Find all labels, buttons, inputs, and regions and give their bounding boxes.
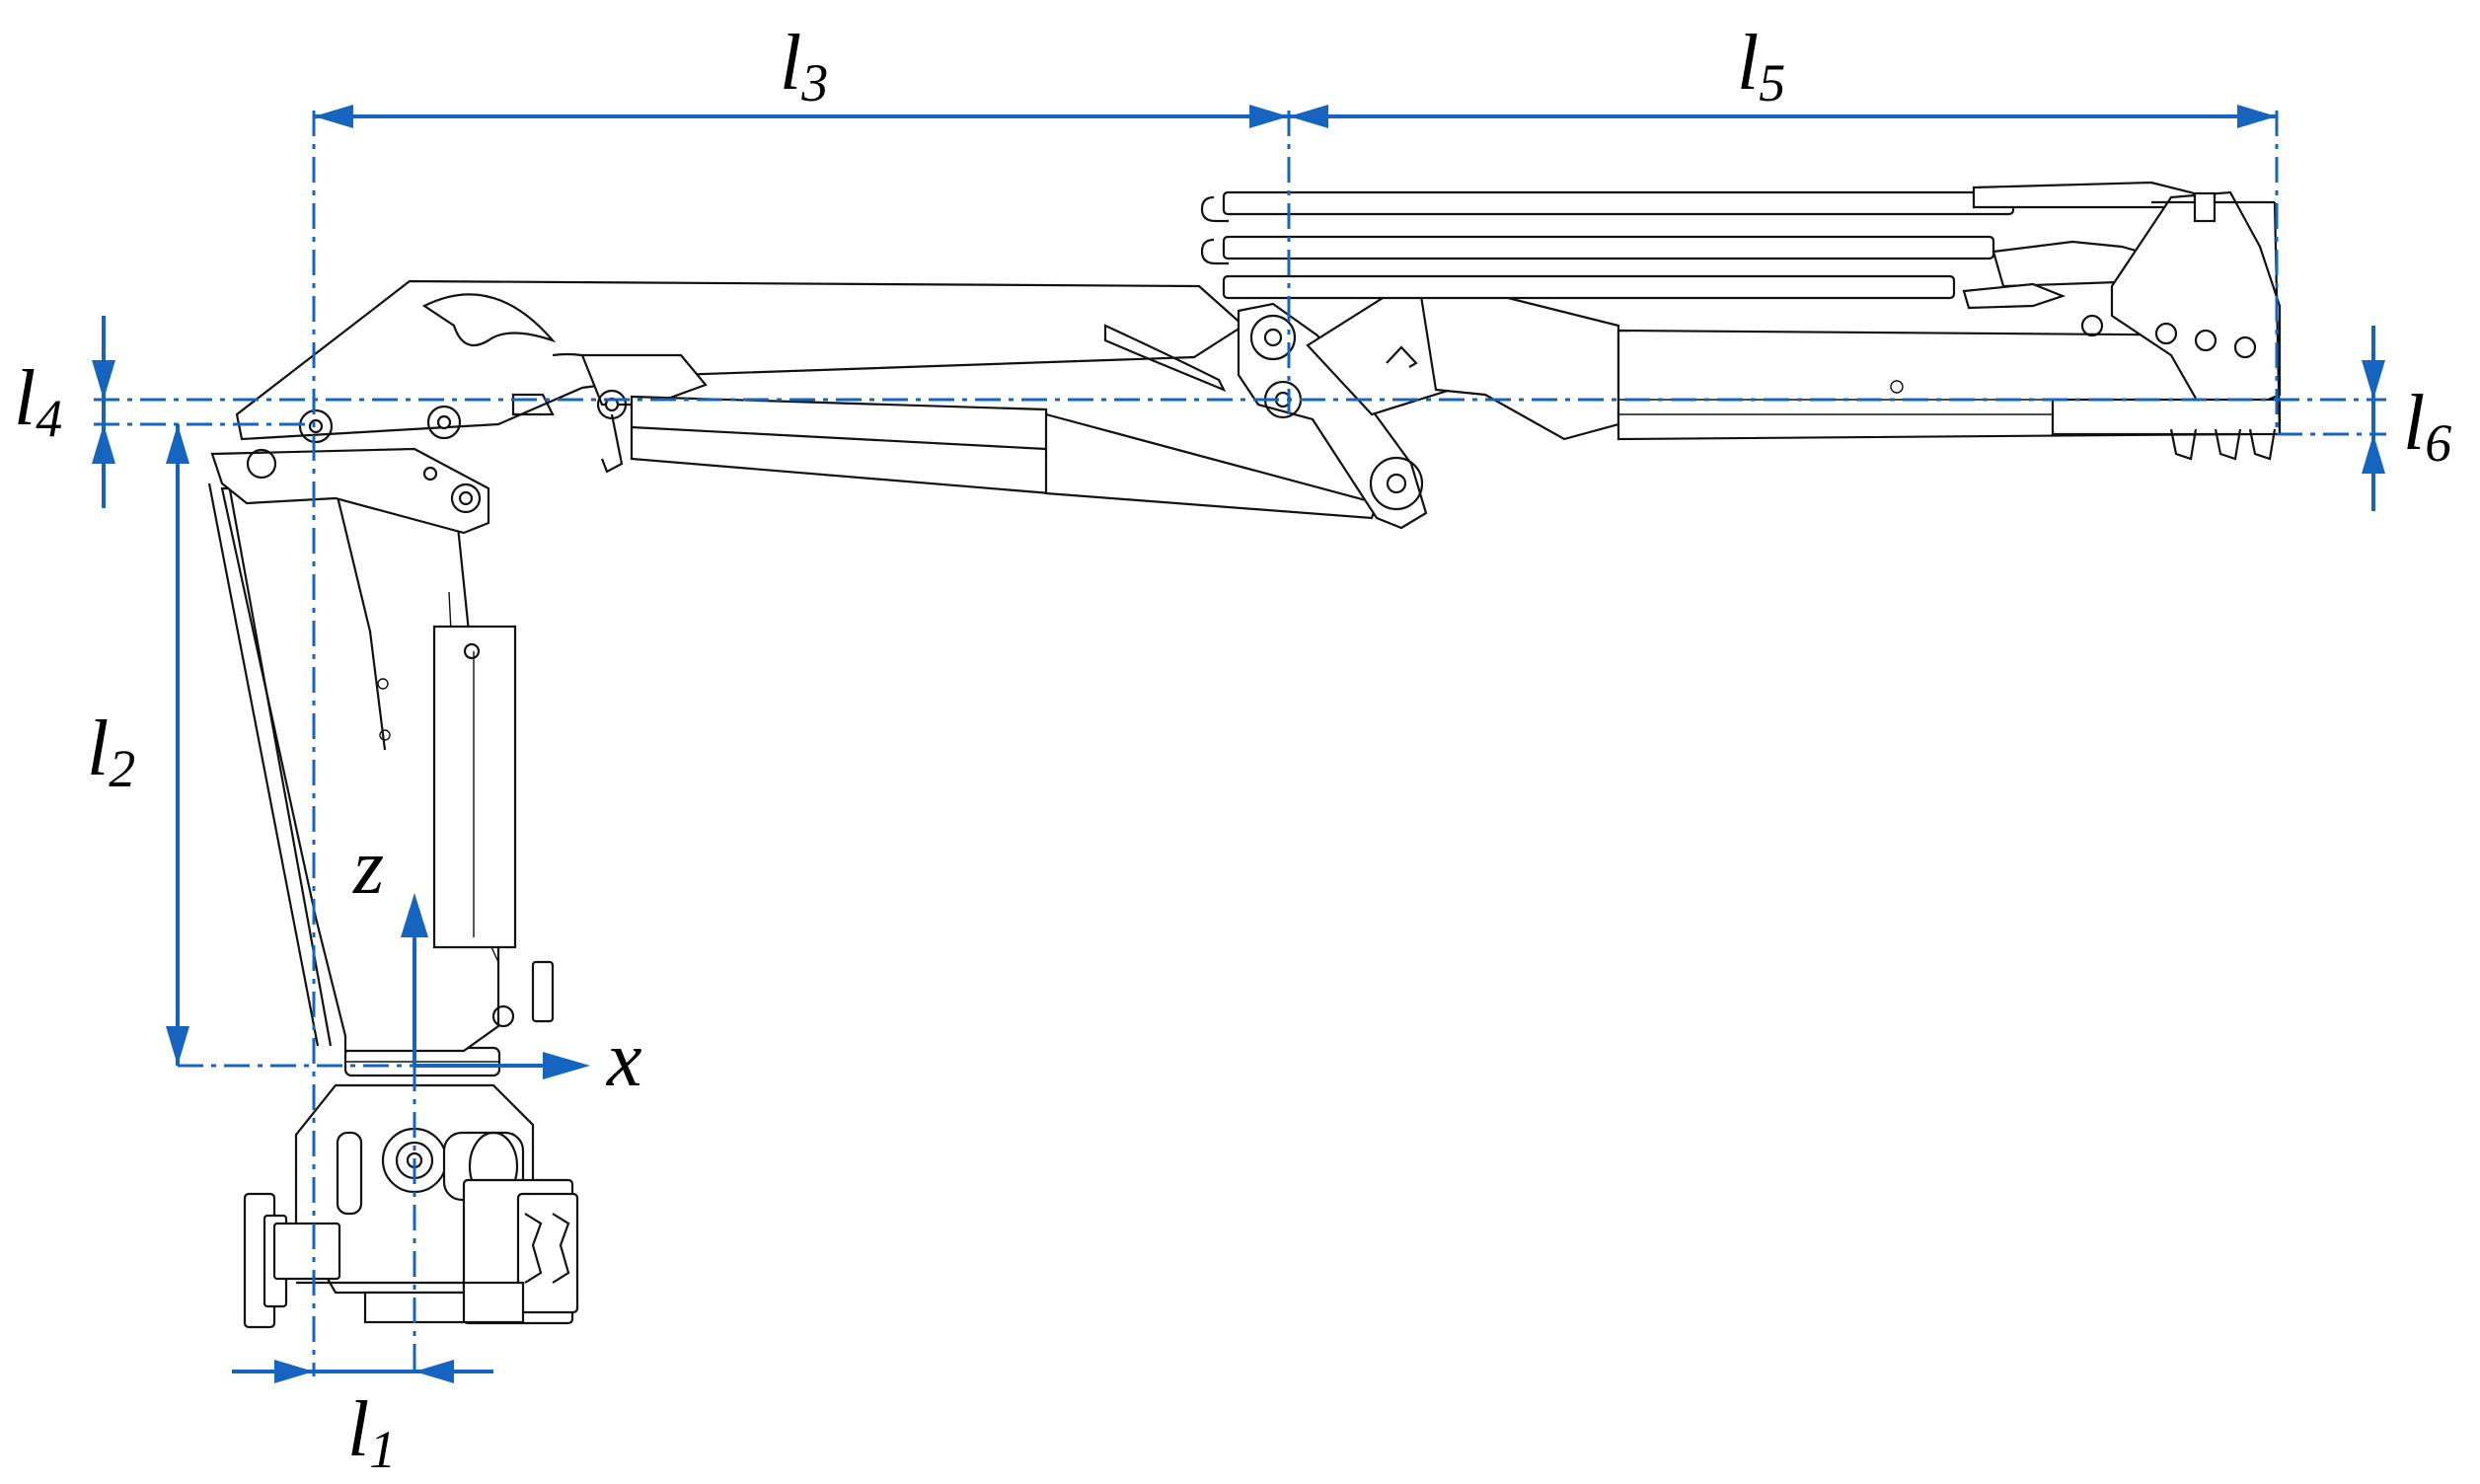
crane-column: [207, 473, 555, 1053]
label-l2: l2: [87, 705, 135, 798]
dimension-l6: [2362, 326, 2385, 511]
label-x-axis: x: [606, 1016, 642, 1103]
crane-boom-cylinder: [630, 395, 1379, 520]
label-l3: l3: [780, 20, 828, 112]
crane-link-plate: [210, 447, 490, 535]
label-l6: l6: [2403, 380, 2451, 473]
label-l4: l4: [14, 355, 62, 448]
label-l5: l5: [1737, 20, 1785, 112]
dimension-l1: [232, 1360, 493, 1383]
labels: l3 l5 l4 l6 l2 l1 z x: [14, 20, 2451, 1479]
dimension-l4: [92, 316, 115, 508]
crane-knuckle: [1237, 284, 1453, 530]
label-z-axis: z: [352, 824, 384, 911]
dimension-lines: [92, 105, 2386, 1383]
crane-jib-boom: [1200, 181, 2282, 461]
dimension-l3: [314, 105, 1289, 128]
dimension-l5: [1289, 105, 2277, 128]
crane-drawing: [207, 181, 2282, 1329]
x-axis-arrow: [414, 1052, 590, 1079]
coordinate-axes: [401, 893, 590, 1079]
label-l1: l1: [347, 1386, 396, 1479]
crane-base: [243, 1046, 579, 1329]
z-axis-arrow: [401, 893, 428, 1066]
dimension-l2: [166, 424, 189, 1066]
